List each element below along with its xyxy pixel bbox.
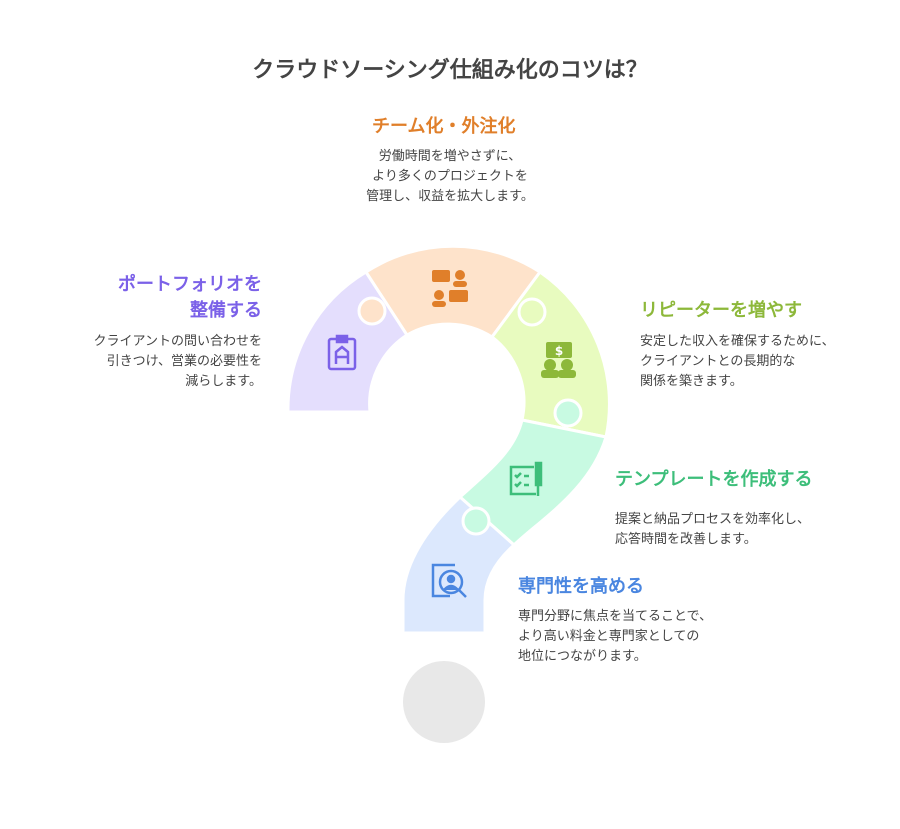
heading-repeat: リピーターを増やす — [640, 300, 802, 321]
question-dot — [403, 661, 485, 743]
checklist-pen-icon — [509, 461, 543, 496]
heading-template: テンプレートを作成する — [615, 469, 813, 490]
svg-text:$: $ — [555, 344, 563, 358]
chat-people-icon — [432, 270, 468, 307]
desc-expertise: 専門分野に焦点を当てることで、 より高い料金と専門家としての 地位につながります… — [518, 609, 713, 664]
desc-portfolio: クライアントの問い合わせを 引きつけ、営業の必要性を 減らします。 — [93, 334, 262, 389]
desc-repeat: 安定した収入を確保するために、 クライアントとの長期的な 関係を築きます。 — [640, 334, 835, 389]
knob-team-left — [357, 296, 387, 326]
clipboard-icon — [327, 334, 357, 371]
page-title: クラウドソーシング仕組み化のコツは？ — [252, 58, 648, 83]
search-person-icon — [431, 563, 467, 598]
heading-portfolio: ポートフォリオを 整備する — [118, 274, 262, 321]
heading-expertise: 専門性を高める — [518, 576, 644, 597]
dollar-people-icon: $ — [541, 342, 576, 378]
desc-team: 労働時間を増やさずに、 より多くのプロジェクトを 管理し、収益を拡大します。 — [366, 149, 534, 204]
desc-template: 提案と納品プロセスを効率化し、 応答時間を改善します。 — [615, 512, 811, 547]
knob-template-bottom — [461, 506, 491, 536]
knob-template-top — [553, 398, 583, 428]
knob-team-right — [517, 297, 547, 327]
heading-team: チーム化・外注化 — [372, 116, 516, 137]
